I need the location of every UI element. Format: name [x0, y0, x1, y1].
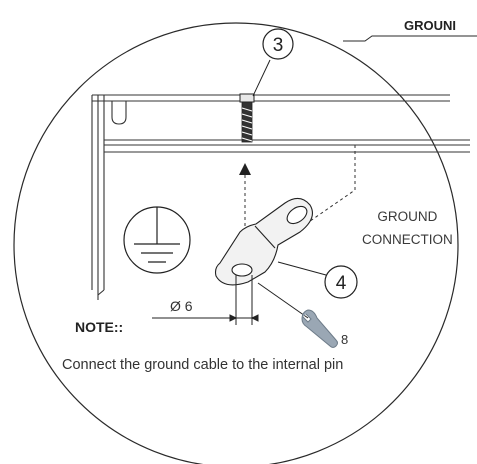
- header-leader-line: [343, 35, 477, 42]
- enclosure-frame: [91, 94, 470, 300]
- note-title: NOTE::: [75, 319, 124, 335]
- connection-guide-line: [299, 145, 356, 229]
- earth-ground-icon: [123, 206, 191, 274]
- diameter-dimension: [152, 275, 259, 325]
- wrench-size-label: 8: [341, 332, 349, 347]
- wrench-icon: [301, 309, 338, 348]
- detail-circle: [13, 22, 459, 464]
- callout-3-number: 3: [273, 35, 284, 56]
- callout-3-leader: [252, 59, 271, 97]
- diameter-label: Ø 6: [170, 298, 193, 314]
- ground-pin: [239, 93, 255, 143]
- insert-arrow: [239, 163, 251, 175]
- callout-4-number: 4: [336, 273, 347, 294]
- callout-3-circle: [262, 28, 294, 60]
- callout-4-leader: [277, 261, 327, 276]
- note-text: Connect the ground cable to the internal…: [62, 357, 344, 373]
- cable-lug: [214, 197, 313, 286]
- ground-connection-line-1: GROUND: [377, 209, 438, 224]
- wrench-leader: [257, 282, 309, 319]
- frame-tab: [111, 101, 127, 125]
- ground-connection-line-2: CONNECTION: [362, 232, 453, 247]
- callout-4-circle: [324, 265, 358, 299]
- section-header-title: GROUNI: [404, 18, 456, 33]
- ground-connection-label: GROUND CONNECTION: [362, 205, 453, 251]
